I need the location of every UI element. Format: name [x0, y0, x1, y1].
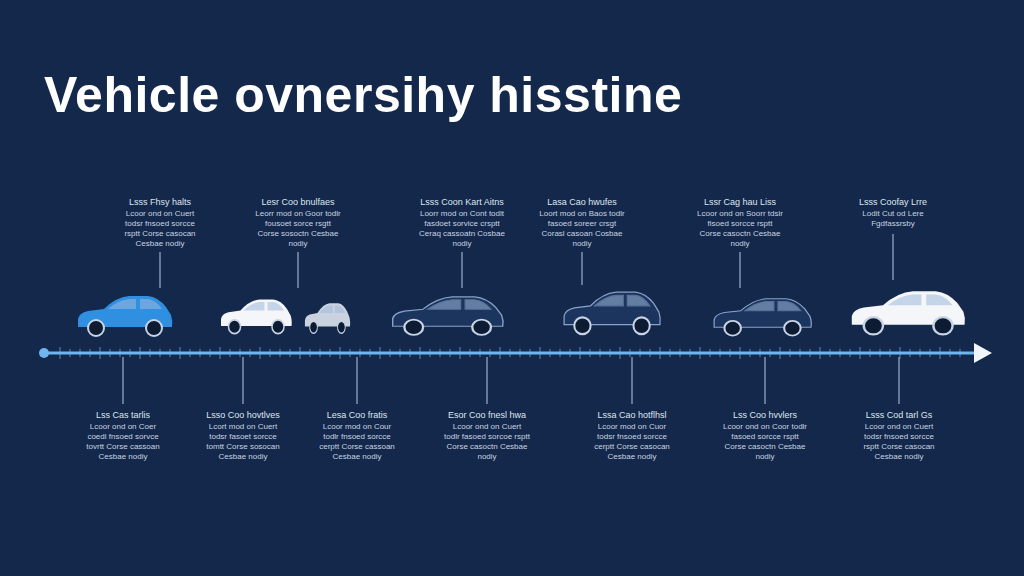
event-description: Lcort mod on Cuert todsr fasoet sorcce t… — [200, 422, 286, 462]
event-heading: Lss Coo hvvlers — [733, 410, 797, 421]
event-description: Loorr mod on Cont todlt fasdoet sorvice … — [419, 209, 505, 249]
event-heading: Lsss Coon Kart Aitns — [420, 197, 504, 208]
event-heading: Esor Coo fnesl hwa — [448, 410, 526, 421]
event-heading: Lsss Coofay Lrre — [859, 197, 927, 208]
event-heading: Lasa Cao hwufes — [547, 197, 617, 208]
event-heading: Lsss Fhsy halts — [129, 197, 191, 208]
event-heading: Lssa Cao hotflhsl — [597, 410, 666, 421]
event-heading: Lss Cas tarlis — [96, 410, 150, 421]
event-heading: Lssr Cag hau Liss — [704, 197, 776, 208]
diagram-title: Vehicle ovnersihy hisstine — [44, 66, 682, 124]
event-heading: Lsso Coo hovtlves — [206, 410, 280, 421]
event-description: Lodit Cut od Lere Fgdfassrsby — [850, 209, 936, 229]
event-heading: Lesr Coo bnulfaes — [261, 197, 334, 208]
event-heading: Lesa Coo fratis — [327, 410, 388, 421]
event-description: Lcoor mod on Cour todlr fnsoed sorcce ce… — [314, 422, 400, 462]
event-description: Lcoor ond on Cuert todsr fnsoed sorcce r… — [856, 422, 942, 462]
event-description: Lcoor ond on Coor todlr fasoed sorcce rs… — [722, 422, 808, 462]
event-description: Leorr mod on Goor todlr fousoet sorce rs… — [255, 209, 341, 249]
event-description: Lcoor ond on Cuert todlr fasoed sorcoe r… — [444, 422, 530, 462]
event-description: Loort mod on Baos todlr fasoed soreer cr… — [539, 209, 625, 249]
event-description: Lcoor ond on Coer coedi fnsoed sorvce to… — [80, 422, 166, 462]
event-heading: Lsss Cod tarl Gs — [866, 410, 933, 421]
event-description: Lcoor ond on Soorr tdsir fisoed sorcce r… — [697, 209, 783, 249]
event-description: Lcoor ond on Cuert todsr fnsoed sorcce r… — [117, 209, 203, 249]
event-description: Lcoor mod on Cuor todsr fnsoed sorcce ce… — [589, 422, 675, 462]
